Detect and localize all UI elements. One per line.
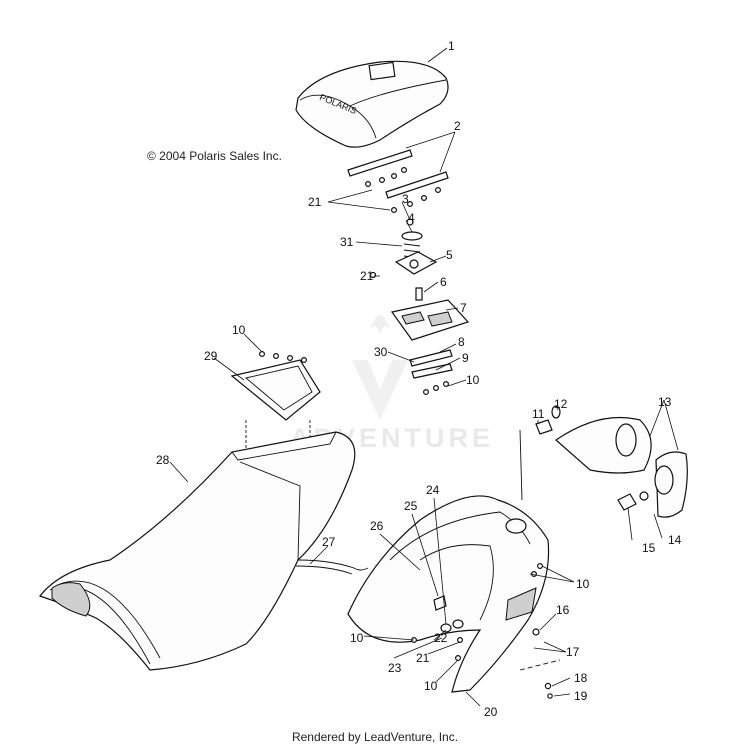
latch-plate [390,299,470,341]
callout-18: 18 [574,671,588,685]
copyright-notice: © 2004 Polaris Sales Inc. [147,149,282,163]
callout-14: 14 [668,533,682,547]
callout-9: 9 [462,351,469,365]
callout-12: 12 [554,397,568,411]
callout-22: 22 [434,631,448,645]
callout-7: 7 [460,301,467,315]
callout-27: 27 [322,535,336,549]
callout-6: 6 [440,275,447,289]
tail-light-assembly [555,416,688,518]
seat [39,431,356,671]
light-bulbs [535,405,561,435]
leader-lines [169,47,679,707]
wire-harness [295,559,369,575]
callout-11: 11 [532,407,545,421]
callout-10-e: 10 [424,679,438,693]
callout-15: 15 [642,541,656,555]
callout-31: 31 [340,235,354,249]
callout-17: 17 [566,645,580,659]
hardware-screws [365,167,442,226]
callout-21: 21 [308,195,322,209]
watermark-logo [352,315,408,420]
seat-base-frame [230,351,321,421]
callout-28: 28 [156,453,170,467]
callout-20: 20 [484,705,498,719]
rear-fender [347,495,550,693]
callout-26: 26 [370,519,384,533]
callout-21-b: 21 [360,269,374,283]
seat-cushion-top: POLARIS [295,60,449,148]
callout-1: 1 [448,39,455,53]
callout-24: 24 [426,483,440,497]
callout-4: 4 [408,211,415,225]
callout-16: 16 [556,603,570,617]
callout-2: 2 [454,119,461,133]
callout-3: 3 [402,192,409,206]
footer-credit: Rendered by LeadVenture, Inc. [291,730,459,744]
callout-21-c: 21 [416,651,430,665]
callout-10-c: 10 [576,577,590,591]
spring-assembly [369,231,438,301]
callout-10-d: 10 [350,631,364,645]
callout-10: 10 [466,373,480,387]
callout-19: 19 [574,689,588,703]
callout-13: 13 [658,395,672,409]
callout-29: 29 [204,349,218,363]
callout-5: 5 [446,248,453,262]
callout-25: 25 [404,499,418,513]
callout-8: 8 [458,335,465,349]
mounting-rails [347,149,449,199]
latch-hardware [409,349,453,396]
callout-numbers: 1 2 21 3 4 31 5 21 6 7 8 30 9 10 10 29 2… [156,39,682,719]
callout-23: 23 [388,661,402,675]
callout-10-b: 10 [232,323,246,337]
callout-30: 30 [374,345,388,359]
